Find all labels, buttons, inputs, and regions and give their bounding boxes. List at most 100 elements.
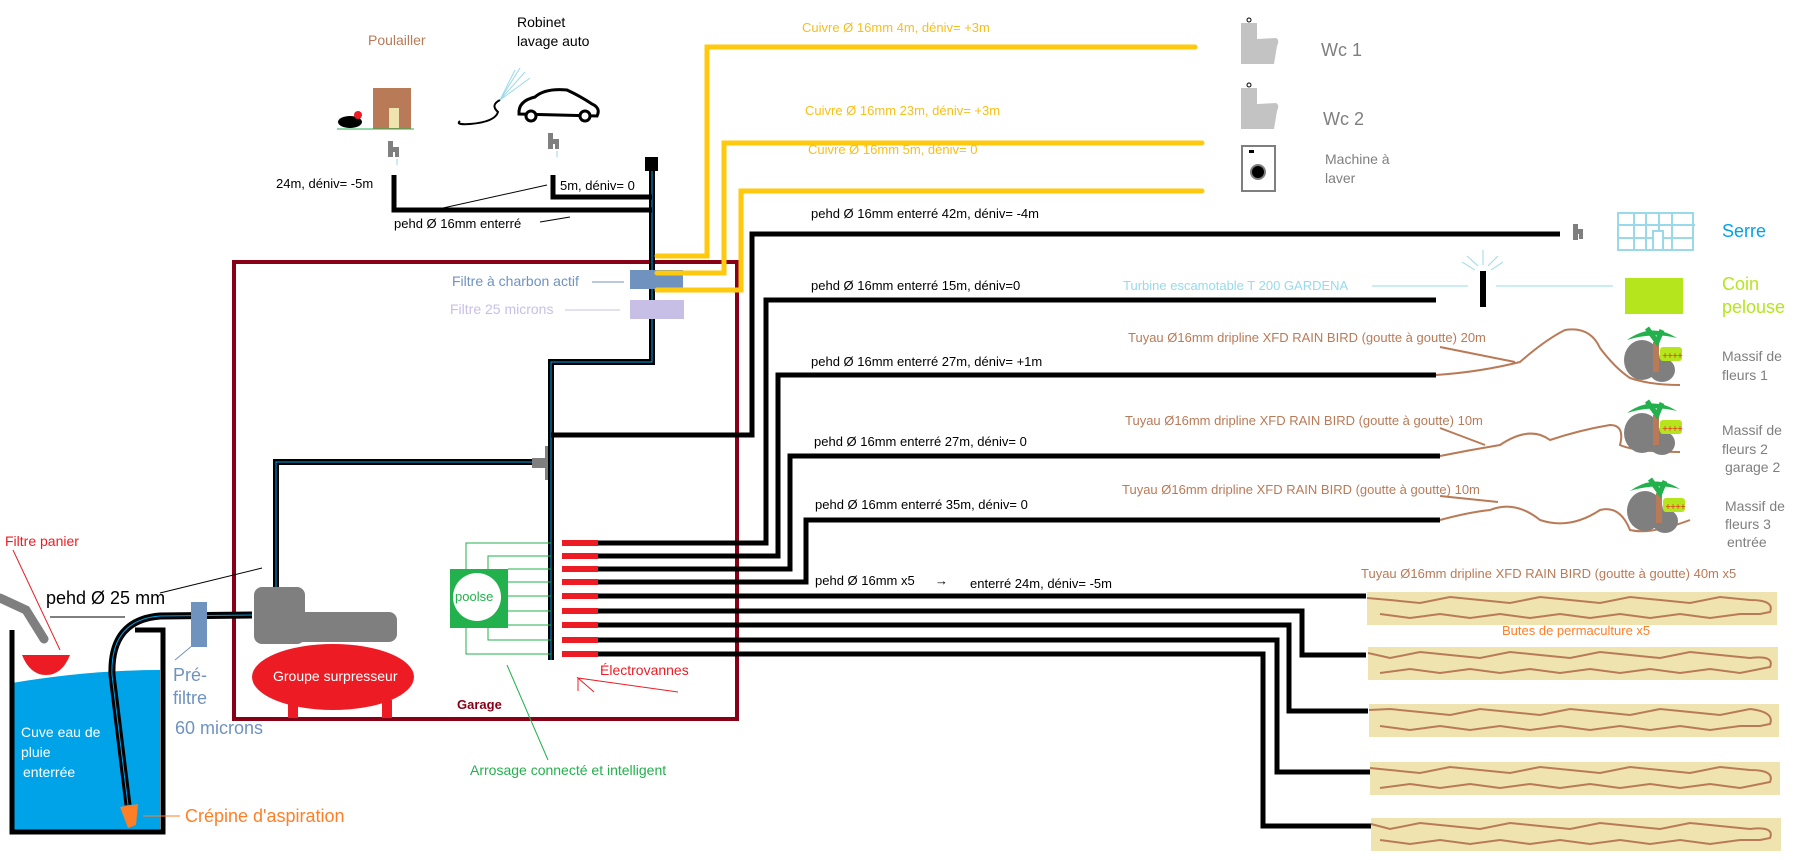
line-lawn: [562, 297, 1436, 546]
line-massif-1-label: pehd Ø 16mm enterré 27m, déniv= +1m: [811, 354, 1043, 369]
coop-pipe-label: 24m, déniv= -5m: [276, 176, 374, 191]
line-massif-3: [562, 517, 1440, 585]
massif-1-label-2: fleurs 1: [1722, 367, 1768, 383]
prefilter-icon: [191, 602, 207, 647]
strainer-icon: [120, 804, 138, 828]
permaculture-bed: [1368, 647, 1778, 680]
tank-label-2: pluie: [21, 744, 51, 760]
faucet-icon-car: [548, 133, 559, 157]
svg-text:+: +: [1677, 424, 1683, 433]
dripline: [1370, 821, 1772, 846]
basket-filter-label: Filtre panier: [5, 533, 79, 549]
sprinkler-spray-icon: [1461, 250, 1504, 271]
permaculture-bed: [1371, 818, 1781, 851]
line-serre-label: pehd Ø 16mm enterré 42m, déniv= -4m: [811, 206, 1039, 221]
line-bed-4: [562, 637, 1370, 775]
main-cap: [645, 157, 658, 171]
line-bed-3: [562, 622, 1368, 714]
beds-drip-label: Tuyau Ø16mm dripline XFD RAIN BIRD (gout…: [1361, 566, 1737, 581]
massif-3-label-2: fleurs 3: [1725, 516, 1771, 532]
copper-line-wc2: [654, 140, 1205, 276]
drip-label-2: Tuyau Ø16mm dripline XFD RAIN BIRD (gout…: [1125, 413, 1483, 428]
line-massif-1: [562, 372, 1436, 559]
solenoid-valve: [562, 637, 598, 643]
water-spray-icon: [499, 67, 531, 101]
washer-label-2: laver: [1325, 170, 1356, 186]
massif-3-label-3: entrée: [1727, 534, 1767, 550]
controller-caption-arrow: [506, 664, 549, 761]
massif-3-label-1: Massif de: [1725, 498, 1785, 514]
svg-text:+: +: [1667, 351, 1673, 360]
prefilter-label-1: Pré-: [173, 665, 208, 685]
washer-label-1: Machine à: [1325, 151, 1390, 167]
car-wash-label-1: Robinet: [517, 14, 566, 30]
copper-label-1: Cuivre Ø 16mm 4m, déniv= +3m: [802, 20, 990, 35]
beds-label: Butes de permaculture x5: [1502, 623, 1651, 638]
coop-label: Poulailler: [368, 32, 426, 48]
controller-wires: [465, 542, 551, 655]
garage-outline: [232, 260, 739, 721]
faucet-icon-coop: [388, 141, 399, 165]
garage-label: Garage: [457, 697, 502, 712]
prefilter-arrow: [174, 644, 194, 661]
solenoid-valve: [562, 579, 598, 585]
flower-bed-icon: ++++: [1624, 399, 1683, 455]
massif-2-label-3: garage 2: [1725, 459, 1781, 475]
beds-pipe-label-a: pehd Ø 16mm x5: [815, 573, 915, 588]
beds-pipe-label-b: enterré 24m, déniv= -5m: [970, 576, 1112, 591]
permaculture-bed: [1370, 762, 1780, 795]
line-massif-2-label: pehd Ø 16mm enterré 27m, déniv= 0: [814, 434, 1027, 449]
lawn-label-2: pelouse: [1722, 297, 1786, 317]
dripline: [1368, 707, 1772, 732]
wc1-label: Wc 1: [1321, 40, 1363, 60]
pump-icon: [252, 587, 414, 718]
turbine-label: Turbine escamotable T 200 GARDENA: [1123, 278, 1349, 293]
line-serre: [551, 231, 1560, 438]
controller-caption: Arrosage connecté et intelligent: [470, 762, 667, 778]
copper-lines: [654, 44, 1205, 293]
sprinkler-icon: [1480, 271, 1486, 307]
toilet-icon-1: [1241, 17, 1279, 64]
car-wash-label-2: lavage auto: [517, 33, 590, 49]
massif-2-label-1: Massif de: [1722, 422, 1782, 438]
flower-bed-icon: ++++: [1627, 477, 1686, 533]
carbon-filter-label: Filtre à charbon actif: [452, 273, 579, 289]
dripline: [1369, 765, 1772, 790]
solenoid-valve: [562, 651, 598, 657]
pump-label: Groupe surpresseur: [273, 668, 398, 684]
irrigation-lines: [551, 231, 1560, 829]
hose-icon: [457, 99, 501, 126]
drip-lines: [1435, 328, 1691, 533]
tank-label-1: Cuve eau de: [21, 724, 101, 740]
massif-2-label-2: fleurs 2: [1722, 441, 1768, 457]
flower-bed-icon: ++++: [1624, 326, 1683, 382]
buried-pipe-label: pehd Ø 16mm enterré: [394, 216, 522, 231]
svg-text:+: +: [1675, 502, 1681, 511]
copper-label-2: Cuivre Ø 16mm 23m, déniv= +3m: [805, 103, 1001, 118]
svg-text:+: +: [1662, 424, 1668, 433]
wc2-label: Wc 2: [1323, 109, 1365, 129]
controller-wire: [465, 542, 551, 569]
solenoid-valve: [562, 540, 598, 546]
permaculture-beds: [1366, 592, 1781, 851]
valves-arrow: [576, 676, 679, 693]
coop-pipe: [391, 175, 652, 213]
car-icon: [517, 88, 600, 123]
prefilter-rating-label: 60 microns: [175, 718, 264, 738]
svg-text:+: +: [1672, 351, 1678, 360]
basket-filter-icon: [22, 655, 70, 675]
valves-label: Électrovannes: [600, 662, 689, 678]
controller-wire: [487, 628, 551, 641]
line-bed-2: [562, 608, 1366, 658]
line-massif-3-label: pehd Ø 16mm enterré 35m, déniv= 0: [815, 497, 1028, 512]
line-massif-2: [562, 453, 1440, 572]
washing-machine-icon: [1241, 145, 1276, 192]
serre-label: Serre: [1722, 221, 1767, 241]
line-lawn-label: pehd Ø 16mm enterré 15m, déniv=0: [811, 278, 1021, 293]
controller-wire: [465, 628, 551, 655]
controller-label: poolse: [455, 589, 494, 604]
prefilter-label-2: filtre: [173, 688, 208, 708]
svg-text:+: +: [1670, 502, 1676, 511]
strainer-label: Crépine d'aspiration: [185, 806, 345, 826]
